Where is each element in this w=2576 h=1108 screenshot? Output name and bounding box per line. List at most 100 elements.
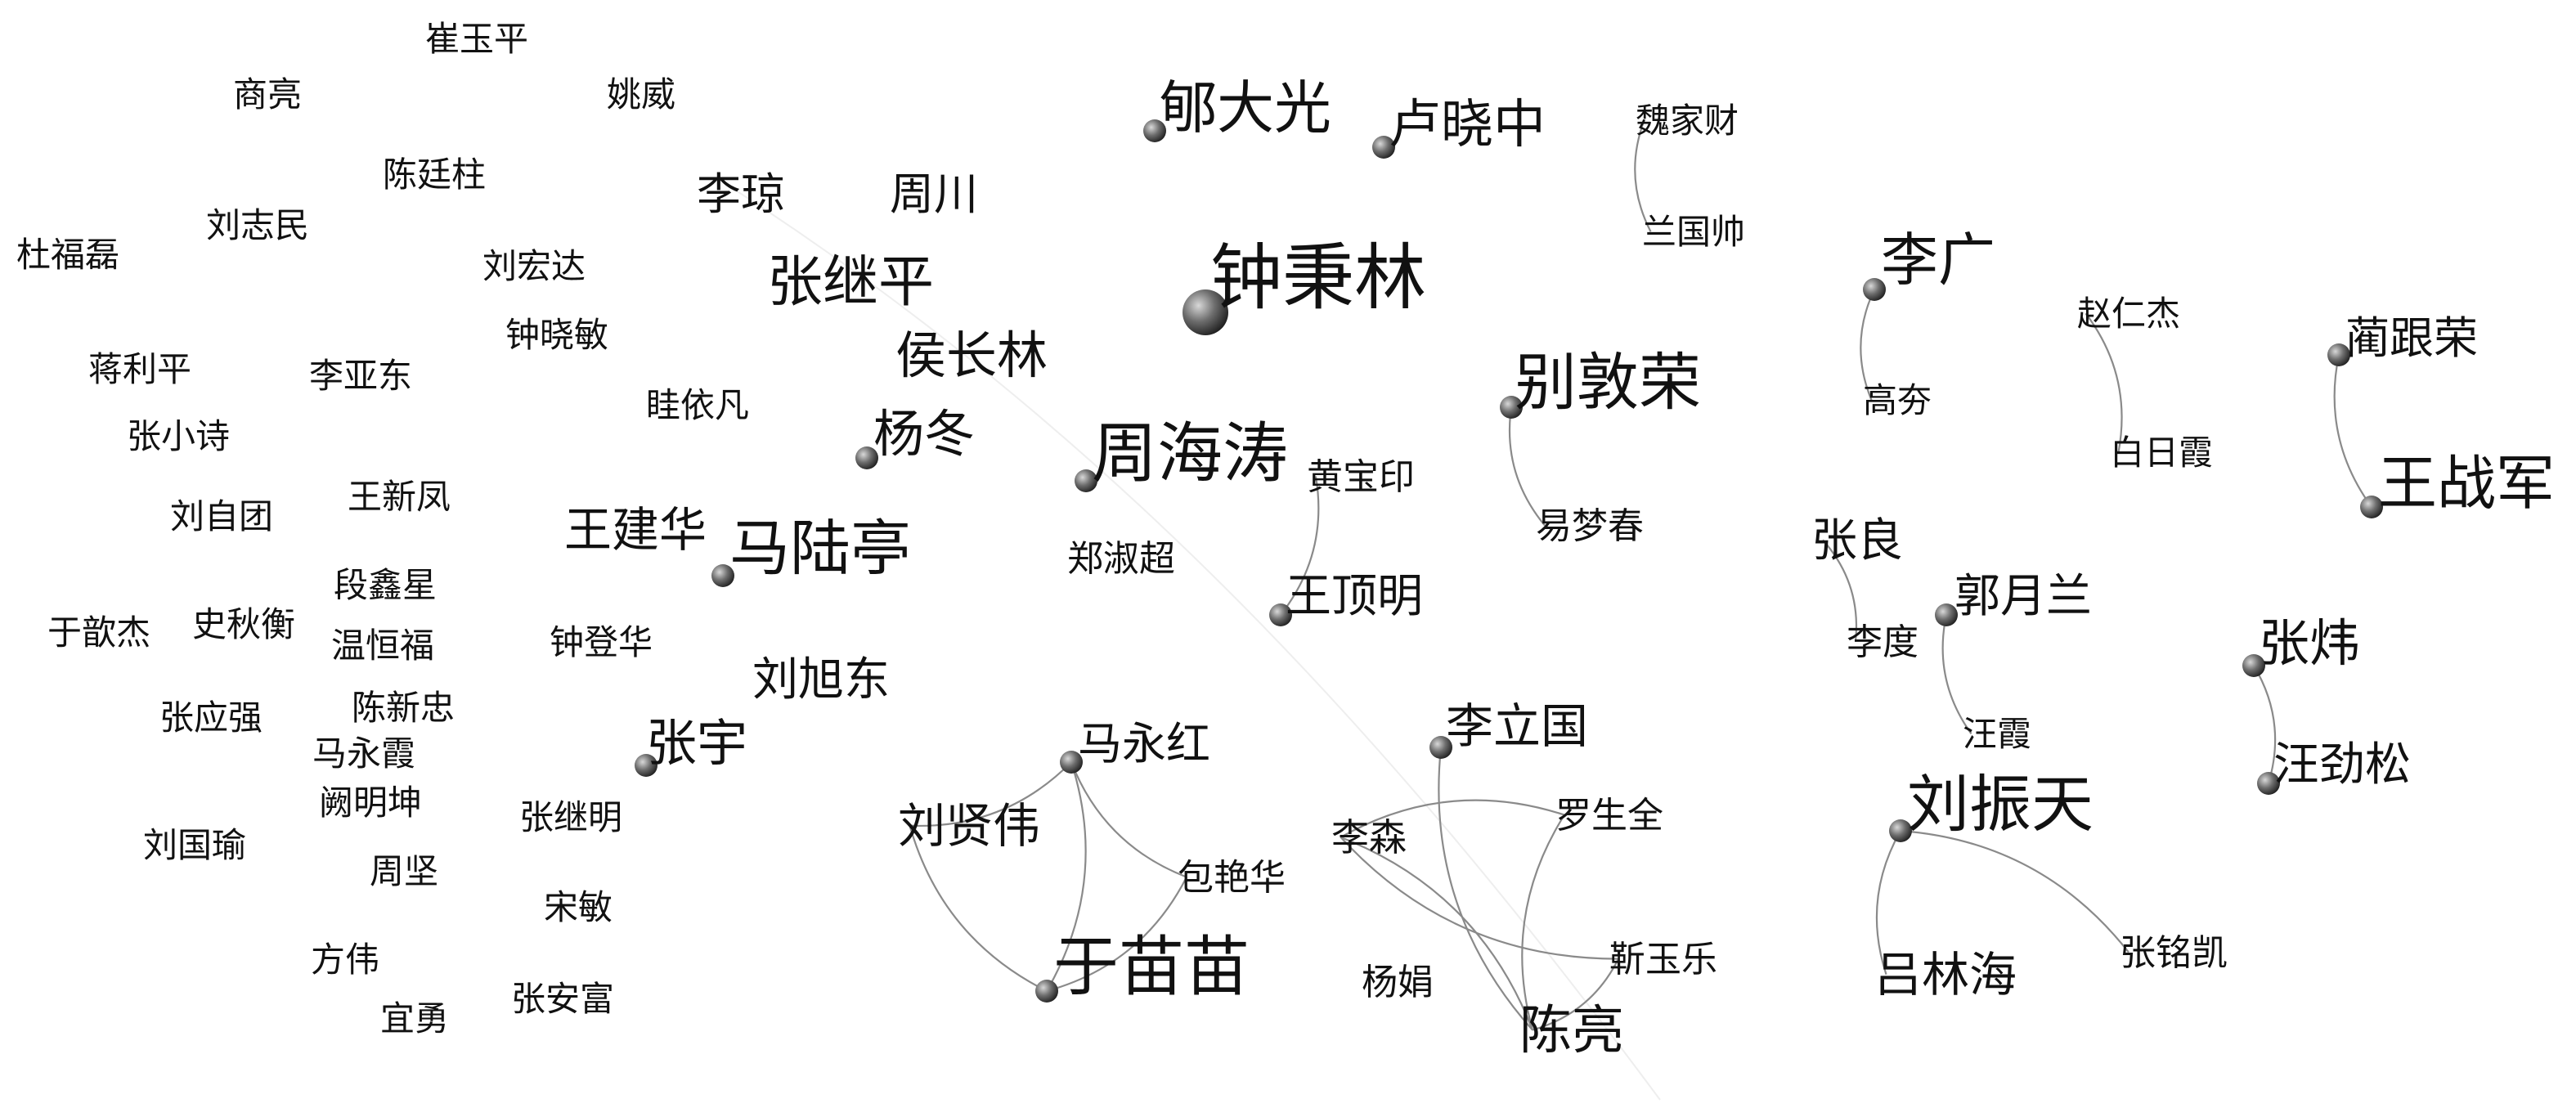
node-label-li-yadong: 李亚东 [309,356,412,396]
node-label-liu-zhentian: 刘振天 [1907,768,2094,841]
node-dot-yang-dong[interactable] [855,446,878,469]
node-label-bie-dunrong: 别敦荣 [1515,346,1701,419]
node-dot-ma-yonghong[interactable] [1060,751,1083,774]
node-label-zhou-chuan: 周川 [890,168,978,220]
node-label-hou-changlin: 侯长林 [895,325,1048,385]
edge-zhang-liang-li-du [1822,539,1858,642]
node-dot-lu-xiaozhong[interactable] [1372,136,1395,159]
node-label-bai-rixia: 白日霞 [2110,433,2213,473]
node-label-yu-xinjie: 于歆杰 [47,612,150,653]
node-dot-hao-daguang[interactable] [1143,119,1166,142]
node-label-liu-xianwei: 刘贤伟 [898,798,1040,854]
node-label-zhang-yu: 张宇 [646,713,747,773]
node-dot-zhang-wei[interactable] [2242,654,2265,677]
node-label-zhou-jian: 周坚 [370,851,438,891]
node-label-zhong-binglin: 钟秉林 [1210,236,1426,320]
edge-liu-zhentian-zhang-mingkai [1900,829,2129,953]
node-label-lin-genrong: 蔺跟荣 [2345,312,2478,364]
edge-bao-yanhua-yu-miaomiao [1046,877,1187,993]
node-dot-yu-miaomiao[interactable] [1035,980,1058,1003]
edge-ma-yonghong-bao-yanhua [1070,761,1187,878]
edge-ma-yonghong-yu-miaomiao [1046,761,1087,992]
node-label-liu-guoyu: 刘国瑜 [143,825,246,865]
edge-li-sen-jin-yule [1340,837,1619,960]
node-dot-zhong-binglin[interactable] [1183,289,1228,335]
node-dot-wang-jinsong[interactable] [2257,772,2280,795]
node-dot-bie-dunrong[interactable] [1500,396,1523,419]
node-label-gao-kua: 高夯 [1863,380,1932,420]
node-dot-ma-luting[interactable] [711,564,734,587]
node-dot-li-liguo[interactable] [1429,736,1452,759]
node-label-hao-daguang: 郇大光 [1160,74,1331,141]
node-label-du-fulei: 杜福磊 [16,235,119,275]
node-label-shang-liang: 商亮 [233,74,302,114]
node-dot-zhang-yu[interactable] [635,754,657,777]
edge-ma-yonghong-liu-xianwei [909,761,1072,828]
node-label-chen-liang: 陈亮 [1519,1001,1624,1061]
node-dot-wang-zhanjun[interactable] [2360,496,2383,518]
node-label-yang-juan: 杨娟 [1362,962,1434,1003]
node-label-lu-xiaozhong: 卢晓中 [1389,95,1546,155]
node-label-ma-luting: 马陆亭 [729,514,911,584]
edge-zhang-wei-wang-jinsong [2253,665,2277,784]
edge-bie-dunrong-yi-mengchun [1508,406,1546,527]
node-label-li-guang: 李广 [1881,227,1995,294]
edge-huang-baoyin-wang-dingming [1280,476,1320,616]
node-label-wang-dingming: 王顶明 [1286,570,1423,623]
edge-luo-shengquan-chen-liang [1521,814,1565,1030]
edge-liu-xianwei-yu-miaomiao [909,825,1048,992]
edge-li-sen-luo-shengquan [1340,799,1565,838]
node-label-ma-yongxia: 马永霞 [312,733,415,774]
node-label-lan-guoshuai: 兰国帅 [1642,212,1745,252]
node-label-sui-yifan: 眭依凡 [646,385,749,425]
node-label-yi-mengchun: 易梦春 [1536,505,1644,547]
node-label-liu-xudong: 刘旭东 [752,653,890,707]
edges-layer [909,119,2372,1031]
node-label-xuan-yong: 宜勇 [380,998,449,1038]
node-label-jin-yule: 靳玉乐 [1609,939,1717,980]
node-label-yao-wei: 姚威 [607,74,675,114]
node-label-wang-xia: 汪霞 [1963,714,2031,754]
node-label-zhang-liang: 张良 [1811,514,1903,567]
node-label-bao-yanhua: 包艳华 [1178,857,1286,899]
node-label-ma-yonghong: 马永红 [1078,718,1210,769]
node-label-guo-yuelan: 郭月兰 [1954,570,2092,623]
node-label-chen-tingzhu: 陈廷柱 [383,155,486,195]
node-label-zhao-renjie: 赵仁杰 [2077,294,2180,334]
node-label-fang-wei: 方伟 [311,940,379,980]
node-label-wei-jiacai: 魏家财 [1636,101,1739,141]
node-label-li-qiong: 李琼 [697,168,785,220]
node-label-yu-miaomiao: 于苗苗 [1053,929,1250,1005]
labels-layer: 崔玉平商亮姚威陈廷柱刘志民杜福磊刘宏达钟晓敏蒋利平李亚东张小诗眭依凡刘自团王新凤… [16,19,2555,1061]
node-label-liu-hongda: 刘宏达 [482,246,586,286]
node-dot-li-guang[interactable] [1863,278,1886,301]
node-label-yang-dong: 杨冬 [873,404,975,464]
node-dot-lin-genrong[interactable] [2327,343,2350,366]
edge-lin-genrong-wang-zhanjun [2333,354,2372,508]
node-label-li-du: 李度 [1847,621,1919,663]
node-dot-guo-yuelan[interactable] [1935,603,1958,626]
node-label-zhang-yingqiang: 张应强 [159,698,263,738]
edge-li-guang-gao-kua [1860,289,1875,401]
node-label-liu-zituan: 刘自团 [170,496,273,536]
node-dot-liu-zhentian[interactable] [1889,819,1912,842]
background-arc [719,179,1661,1101]
node-label-que-mingkun: 阙明坤 [319,783,422,823]
node-label-li-liguo: 李立国 [1446,698,1588,754]
node-label-zhong-xiaomin: 钟晓敏 [505,315,608,355]
node-label-zhang-mingkai: 张铭凯 [2120,932,2228,974]
node-label-zhang-wei: 张炜 [2259,613,2360,673]
node-label-wang-xinfeng: 王新凤 [348,477,451,517]
node-dot-wang-dingming[interactable] [1269,603,1292,626]
node-label-wang-jianhua: 王建华 [564,502,707,558]
node-label-zhang-jiming: 张继明 [519,797,622,837]
node-label-wang-jinsong: 汪劲松 [2273,738,2411,792]
node-label-duan-xinxing: 段鑫星 [334,565,437,605]
node-dot-zhou-haitao[interactable] [1075,469,1097,492]
node-label-lv-linhai: 吕林海 [1874,947,2017,1003]
node-label-cui-yuping: 崔玉平 [425,19,528,59]
edge-wei-jiacai-lan-guoshuai [1634,119,1652,232]
node-label-zhang-xiaoshi: 张小诗 [127,416,230,456]
node-label-shi-qiuheng: 史秋衡 [192,604,295,644]
edge-guo-yuelan-wang-xia [1941,614,1972,734]
